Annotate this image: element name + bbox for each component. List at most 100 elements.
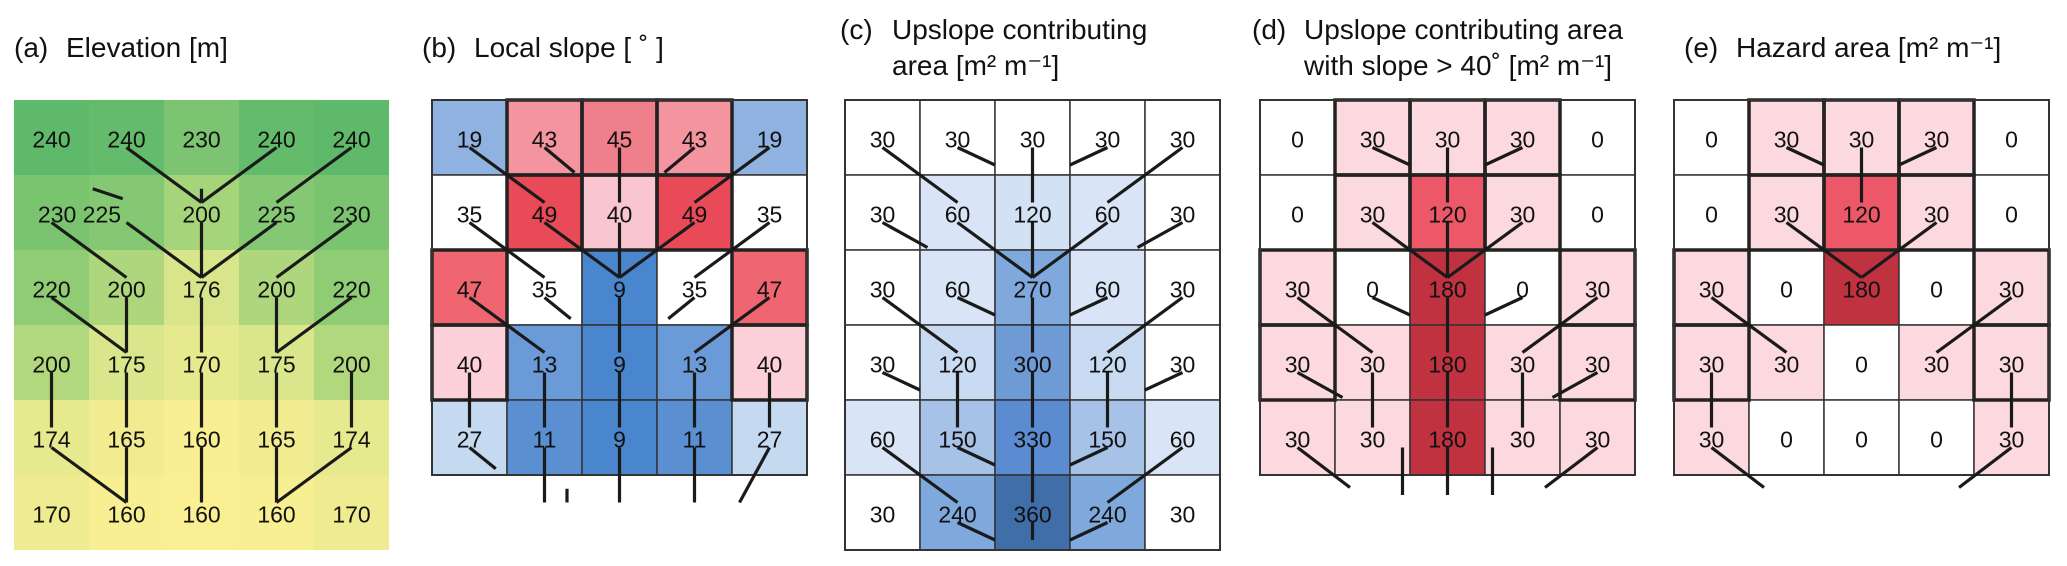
panel-a-flow-line	[200, 146, 278, 204]
panel-c-cell-value: 30	[1020, 127, 1046, 153]
panel-c-cell-value: 60	[945, 202, 971, 228]
panel-b-cell-value: 9	[613, 277, 626, 303]
panel-d-cell-value: 0	[1366, 277, 1379, 303]
panel-c-cell-value: 30	[870, 127, 896, 153]
panel-a-cell-value: 160	[107, 502, 145, 528]
panel-d-cell	[1334, 99, 1411, 176]
panel-c-cell	[1144, 474, 1221, 551]
panel-e-cell-value: 0	[1780, 277, 1793, 303]
panel-d-cell-value: 120	[1428, 202, 1466, 228]
panel-e-title: (e) Hazard area [m² m⁻¹]	[1684, 30, 2001, 66]
panel-c-cell	[844, 474, 921, 551]
panel-c-cell-value: 30	[870, 502, 896, 528]
panel-e-flow-line	[1860, 221, 1938, 279]
panel-b-cell-value: 49	[682, 202, 708, 228]
panel-c-cell-value: 120	[938, 352, 976, 378]
panel-b-hazard-outline	[655, 173, 734, 252]
panel-a-cell-value: 200	[32, 352, 70, 378]
panel-b-flow-line	[693, 296, 771, 354]
panel-a-cell-value: 174	[32, 427, 71, 453]
panel-c-flow-line	[956, 146, 996, 167]
panel-b-cell-value: 19	[757, 127, 783, 153]
panel-a-cell	[14, 175, 89, 250]
panel-a-flow-line	[275, 221, 353, 279]
panel-c-border	[844, 99, 1221, 551]
panel-d-flow-line	[1371, 296, 1411, 317]
panel-e-cell-value: 30	[1774, 202, 1800, 228]
panel-b-cell-value: 45	[607, 127, 633, 153]
panel-d-cell	[1484, 249, 1561, 326]
panel-c-cell-value: 30	[1170, 127, 1196, 153]
panel-c-flow-line	[956, 521, 996, 542]
panel-b-cell-value: 27	[757, 427, 783, 453]
panel-e-cell-value: 0	[1855, 427, 1868, 453]
panel-b-title: (b)Local slope [ ˚ ]	[422, 30, 664, 66]
panel-e-title-text: Hazard area [m² m⁻¹]	[1736, 32, 2002, 63]
panel-c-cell-value: 60	[1170, 427, 1196, 453]
panel-c-flow-line	[881, 371, 921, 392]
panel-c-flow-line	[881, 296, 959, 354]
panel-b-label: (b)	[422, 32, 457, 63]
panel-d-flow-line	[1521, 296, 1599, 354]
panel-b-cell-value: 11	[683, 427, 707, 453]
panel-a-flow-line	[92, 187, 124, 201]
panel-a-title-text: Elevation [m]	[66, 32, 228, 63]
panel-a-flow-line	[50, 296, 128, 354]
panel-a-label: (a)	[14, 32, 49, 63]
panel-d-cell-value: 30	[1510, 427, 1536, 453]
panel-b-cell	[431, 174, 508, 251]
panel-d-cell-value: 30	[1360, 202, 1386, 228]
panel-a-flow-line	[125, 221, 203, 279]
panel-d-title-line-1: Upslope contributing area	[1304, 14, 1624, 45]
panel-e-cell-value: 0	[1705, 127, 1718, 153]
panel-a-cell-value: 176	[182, 277, 220, 303]
panel-a-cell-value: 200	[107, 277, 145, 303]
panel-c-cell	[1144, 324, 1221, 401]
panel-a-cell-value: 230	[182, 127, 220, 153]
panel-c-flow-line	[956, 446, 996, 467]
panel-d-cell	[1484, 99, 1561, 176]
panel-d-cell-value: 30	[1585, 427, 1611, 453]
panel-c-cell	[1069, 474, 1146, 551]
panel-d-cell-value: 0	[1291, 127, 1304, 153]
panel-a-flow-line	[275, 296, 353, 354]
panel-a-cell-value: 230	[332, 202, 370, 228]
panel-a-flow-line	[50, 221, 128, 279]
panel-c-cell-value: 300	[1013, 352, 1051, 378]
panel-c-title-line-2: area [m² m⁻¹]	[892, 50, 1060, 81]
panel-e-flow-line	[1898, 146, 1938, 167]
panel-e-flow-line	[1710, 296, 1788, 354]
panel-b-cell-value: 35	[682, 277, 708, 303]
panel-d-cell-value: 30	[1510, 352, 1536, 378]
panel-b-cell-value: 9	[613, 427, 626, 453]
panel-a-cell-value: 230 225	[38, 202, 121, 228]
panel-b-cell-value: 13	[532, 352, 558, 378]
panel-a-cell-value: 200	[332, 352, 370, 378]
panel-d-cell	[1334, 249, 1411, 326]
panel-e-cell-value: 0	[1705, 202, 1718, 228]
panel-d-cell-value: 0	[1591, 202, 1604, 228]
panel-a-cell	[314, 250, 389, 325]
panel-b-flow-line	[663, 146, 696, 174]
panel-d-cell-value: 180	[1428, 427, 1466, 453]
panel-a-cell-value: 225	[257, 202, 295, 228]
panel-c-cell-value: 360	[1013, 502, 1051, 528]
panel-d-cell-value: 0	[1516, 277, 1529, 303]
panel-b-flow-line	[618, 221, 696, 279]
panel-d-flow-line	[1484, 146, 1524, 167]
panel-e-flow-line	[1785, 221, 1863, 279]
panel-d-flow-line	[1296, 446, 1351, 489]
panel-e-flow-line	[1935, 296, 2013, 354]
panel-a-cell-value: 240	[107, 127, 145, 153]
panel-b-flow-line	[468, 146, 546, 204]
panel-e-label: (e)	[1684, 32, 1719, 63]
panel-c-cell-value: 240	[938, 502, 976, 528]
panel-d-flow-line	[1371, 221, 1449, 279]
panel-b-cell-value: 35	[757, 202, 783, 228]
panel-b-flow-line	[543, 146, 576, 174]
panel-a-cell-value: 170	[332, 502, 370, 528]
panel-c-cell-value: 120	[1013, 202, 1051, 228]
panel-d-flow-line	[1551, 371, 1599, 399]
panel-b-cell-value: 35	[457, 202, 483, 228]
